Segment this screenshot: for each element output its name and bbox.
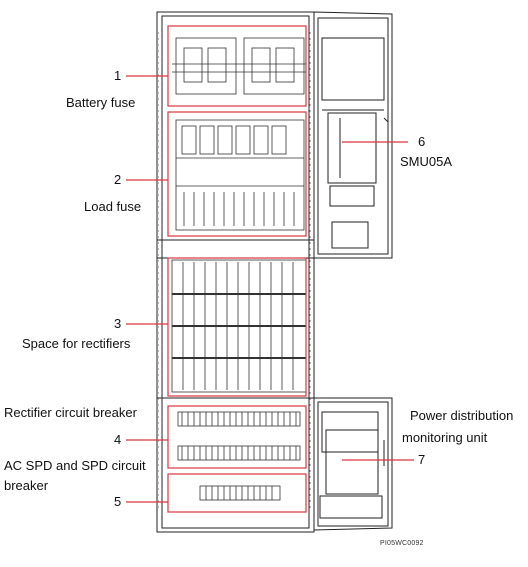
callout-box-4 xyxy=(167,405,307,469)
callout-label-spd-line2: breaker xyxy=(4,478,49,493)
spd-block xyxy=(199,485,281,501)
callout-boxes xyxy=(167,25,307,513)
rectifier-breakers xyxy=(177,411,301,461)
upper-door xyxy=(313,11,393,259)
callout-box-3 xyxy=(167,257,307,397)
figure-code: PI05WC0092 xyxy=(380,540,424,547)
callout-number-5: 5 xyxy=(114,494,122,509)
callout-label-pdmu-line2: monitoring unit xyxy=(402,430,488,445)
callout-label-rectifier-breaker: Rectifier circuit breaker xyxy=(4,405,137,420)
callout-label-pdmu-line1: Power distribution xyxy=(410,408,514,423)
callout-label-spd-line1: AC SPD and SPD circuit xyxy=(4,458,146,473)
callout-number-2: 2 xyxy=(114,172,122,187)
callout-number-1: 1 xyxy=(114,68,122,83)
leader-lines xyxy=(126,75,414,503)
callout-label-load-fuse: Load fuse xyxy=(84,199,142,214)
callout-label-smu05a: SMU05A xyxy=(400,154,453,169)
callout-number-6: 6 xyxy=(418,134,426,149)
callout-box-1 xyxy=(167,25,307,107)
callout-box-2 xyxy=(167,111,307,237)
callout-label-rectifier-space: Space for rectifiers xyxy=(22,336,131,351)
callout-number-7: 7 xyxy=(418,452,426,467)
lower-door xyxy=(313,397,393,531)
callout-number-4: 4 xyxy=(114,432,122,447)
rectifier-slots xyxy=(171,259,307,393)
load-fuse-block xyxy=(175,119,305,231)
cabinet-frame xyxy=(156,11,315,533)
callout-number-3: 3 xyxy=(114,316,122,331)
battery-fuse-block xyxy=(172,37,306,95)
callout-label-battery-fuse: Battery fuse xyxy=(66,95,136,110)
callout-box-5 xyxy=(167,473,307,513)
